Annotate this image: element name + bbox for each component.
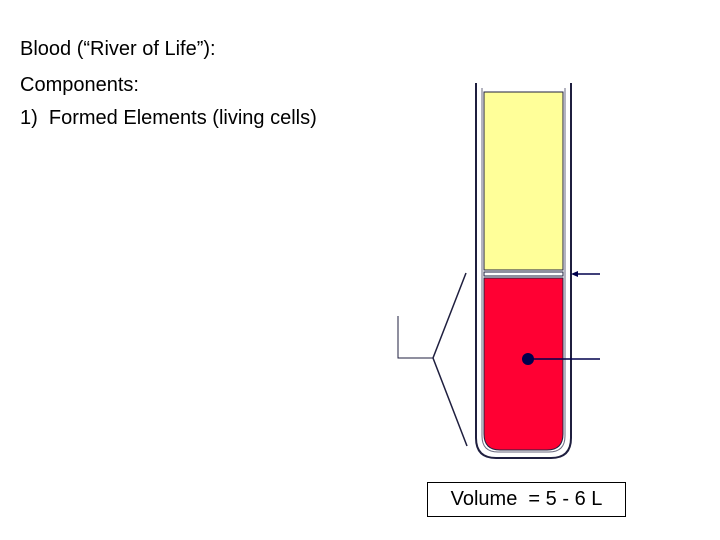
buffy-coat-pointer-arrowhead <box>571 271 578 277</box>
volume-label: Volume = 5 - 6 L <box>427 482 626 517</box>
red-cells-layer <box>484 278 563 450</box>
formed-elements-bracket <box>433 273 467 446</box>
label-connector <box>398 316 433 358</box>
red-cells-pointer-dot <box>522 353 534 365</box>
buffy-coat-layer <box>484 272 563 276</box>
plasma-layer <box>484 92 563 270</box>
